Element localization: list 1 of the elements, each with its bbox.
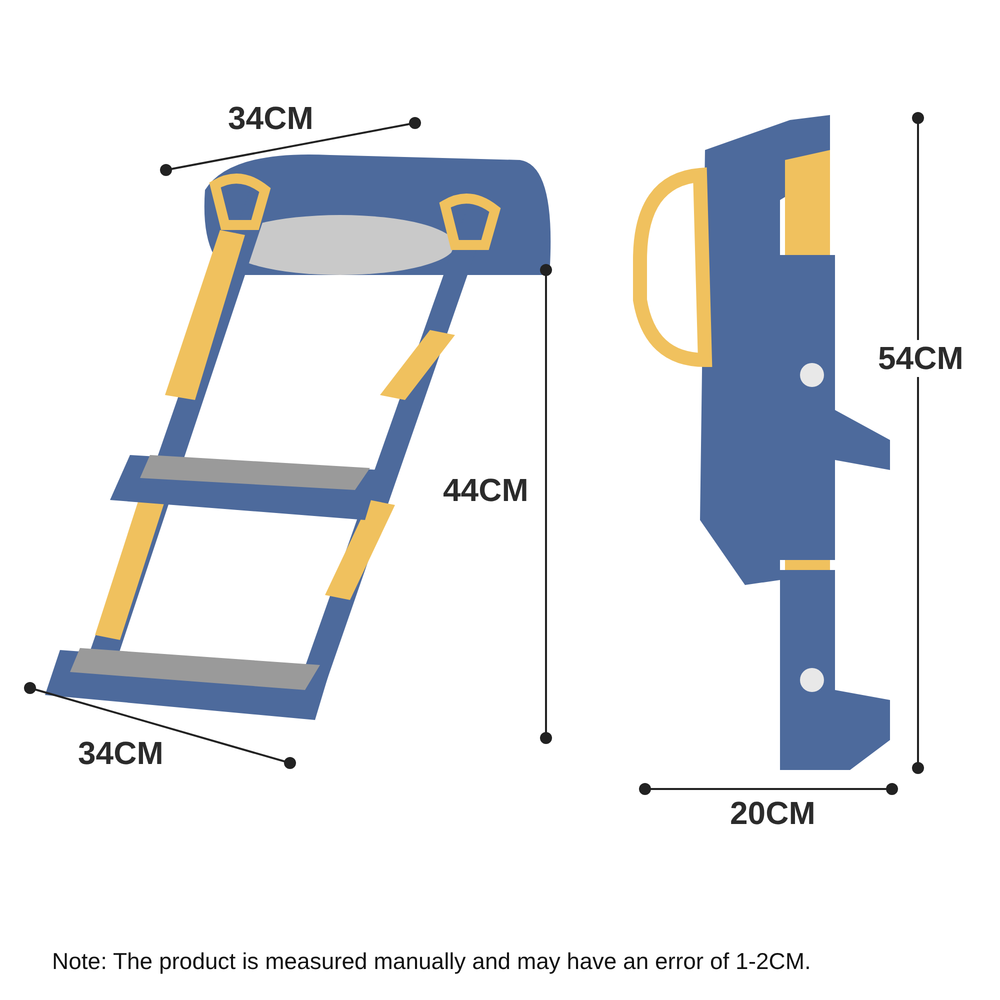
dimension-label: 54CM (878, 340, 964, 377)
